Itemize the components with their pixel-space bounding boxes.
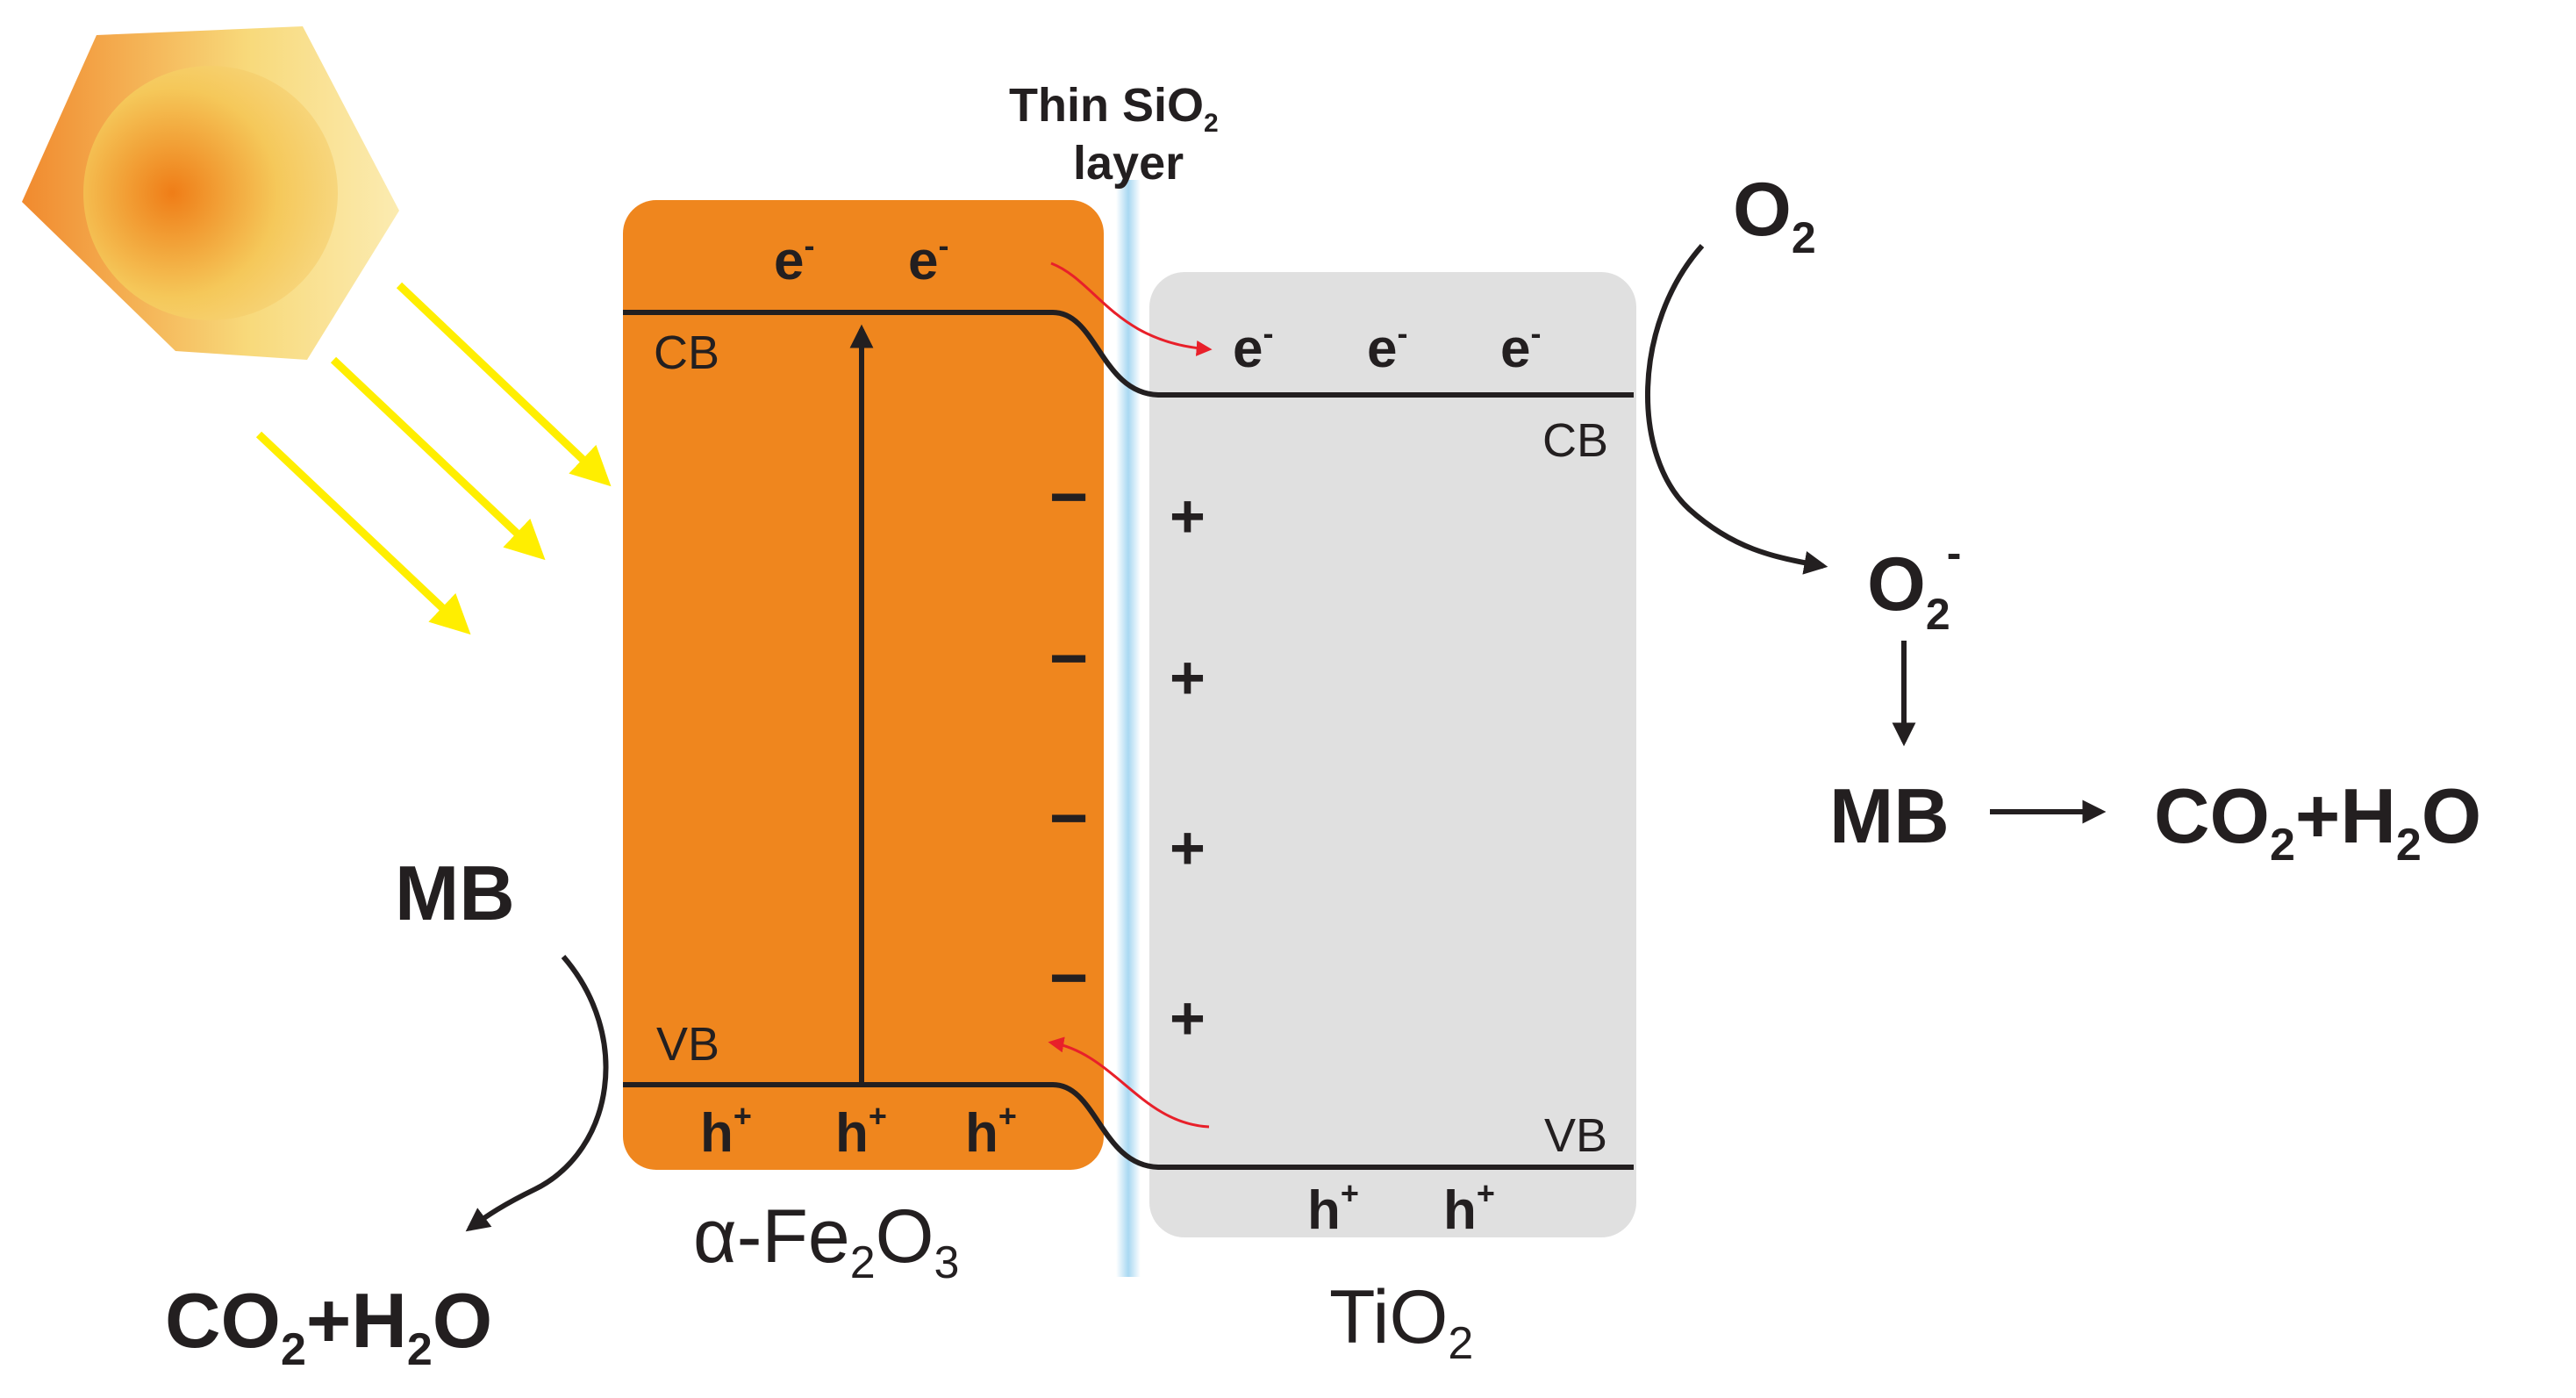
conduction-band-line <box>623 310 1634 398</box>
fe2o3-hole: h+ <box>700 1098 752 1164</box>
left-product-label: CO2+H2O <box>165 1277 492 1375</box>
interface-label-line2: layer <box>1073 137 1184 190</box>
tio2-vb-label: VB <box>1544 1109 1607 1162</box>
light-ray-arrow-icon <box>255 431 471 635</box>
fe2o3-electron: e- <box>908 227 948 291</box>
positive-charge: + <box>1170 643 1206 712</box>
tio2-hole: h+ <box>1307 1175 1359 1241</box>
light-rays <box>255 282 612 635</box>
oxygen-reduction-arrow <box>1644 244 1828 575</box>
tio2-material-label: TiO2 <box>1329 1275 1473 1369</box>
positive-charge: + <box>1170 814 1206 882</box>
right-product-label: CO2+H2O <box>2154 772 2481 871</box>
sun-icon <box>22 26 399 360</box>
fe2o3-hole: h+ <box>835 1098 887 1164</box>
electron-transfer-arrow <box>1050 262 1213 356</box>
tio2-electron: e- <box>1233 315 1273 379</box>
tio2-hole: h+ <box>1443 1175 1495 1241</box>
light-ray-arrow-icon <box>396 282 612 487</box>
valence-band-line <box>623 1082 1634 1170</box>
negative-charge: − <box>1049 460 1088 534</box>
sio2-interface-layer <box>1116 180 1141 1277</box>
interface-label-line1: Thin SiO2 <box>1009 79 1219 138</box>
fe2o3-cb-label: CB <box>654 326 719 379</box>
tio2-electron: e- <box>1367 315 1407 379</box>
fe2o3-hole: h+ <box>965 1098 1017 1164</box>
negative-charge: − <box>1049 621 1088 696</box>
fe2o3-vb-label: VB <box>656 1018 719 1071</box>
hole-transfer-arrow <box>1048 1036 1210 1129</box>
positive-charge: + <box>1170 482 1206 550</box>
tio2-panel <box>1149 272 1636 1237</box>
left-mb-label: MB <box>395 850 515 936</box>
mb-degradation-arrow-left <box>465 955 609 1232</box>
positive-charge: + <box>1170 984 1206 1052</box>
negative-charge: − <box>1049 941 1088 1015</box>
fe2o3-material-label: α-Fe2O3 <box>693 1194 959 1288</box>
fe2o3-electron: e- <box>774 227 814 291</box>
tio2-electron: e- <box>1500 315 1541 379</box>
oxygen-label: O2 <box>1733 168 1816 262</box>
tio2-cb-label: CB <box>1542 414 1608 467</box>
superoxide-label: O2- <box>1867 528 1961 639</box>
right-mb-label: MB <box>1829 772 1950 859</box>
light-ray-arrow-icon <box>330 356 546 561</box>
negative-charge: − <box>1049 781 1088 856</box>
